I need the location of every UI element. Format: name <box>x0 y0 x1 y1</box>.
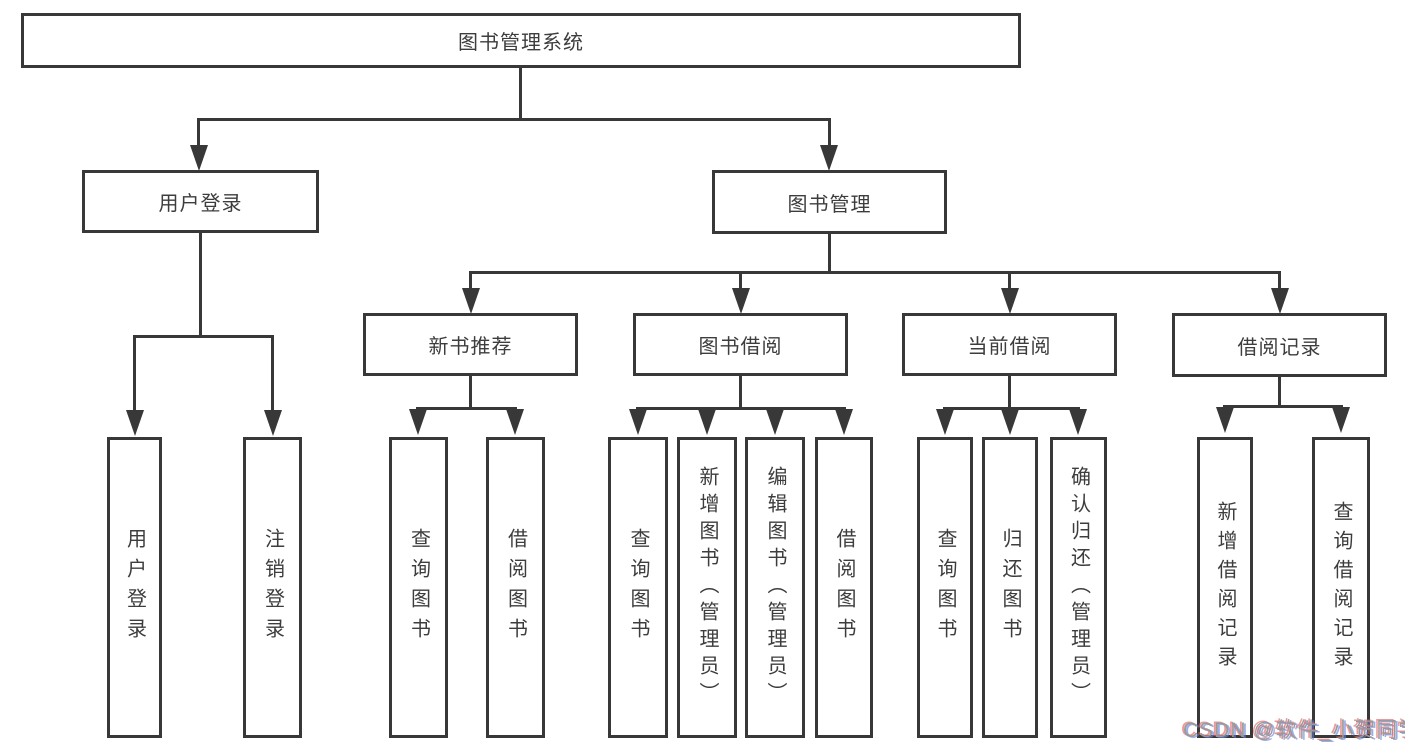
connector-borrow-record-stem <box>1278 377 1281 405</box>
leaf-query-book-2: 查询图书 <box>608 437 668 738</box>
arrowhead-leaf-login <box>126 410 144 436</box>
connector-drop-book-management <box>828 118 831 148</box>
leaf-query-book-1: 查询图书 <box>389 437 448 738</box>
leaf-edit-book-admin-label: 编辑图书（管理员） <box>764 466 786 709</box>
leaf-add-borrow-record: 新增借阅记录 <box>1197 437 1253 738</box>
leaf-add-book-admin-label: 新增图书（管理员） <box>696 466 718 709</box>
arrowhead-current-borrow <box>1001 288 1019 314</box>
leaf-query-borrow-record: 查询借阅记录 <box>1312 437 1370 738</box>
arrowhead-new-book-leaf-2 <box>506 409 524 435</box>
arrowhead-new-book-leaf-1 <box>409 409 427 435</box>
connector-book-borrow-stem <box>739 376 742 407</box>
leaf-borrow-book-1-label: 借阅图书 <box>504 527 527 648</box>
arrowhead-borrow-record-leaf-1 <box>1216 407 1234 433</box>
connector-new-book-stem <box>469 376 472 407</box>
leaf-logout-label: 注销登录 <box>261 527 284 648</box>
connector-user-login-stem <box>199 233 202 335</box>
arrowhead-book-borrow-leaf-3 <box>766 409 784 435</box>
connector-book-borrow-bar <box>636 407 846 410</box>
leaf-add-book-admin: 新增图书（管理员） <box>677 437 737 738</box>
arrowhead-new-book <box>462 288 480 314</box>
connector-root-bar <box>197 118 831 121</box>
connector-book-management-stem <box>828 234 831 271</box>
node-new-book-recommend: 新书推荐 <box>363 313 578 376</box>
connector-drop-leaf-logout <box>271 335 274 411</box>
node-current-borrow: 当前借阅 <box>902 313 1117 376</box>
connector-drop-borrow-record <box>1278 271 1281 290</box>
leaf-query-book-3-label: 查询图书 <box>934 527 956 648</box>
arrowhead-book-borrow-leaf-4 <box>835 409 853 435</box>
connector-current-borrow-stem <box>1008 376 1011 407</box>
arrowhead-user-login <box>190 145 208 171</box>
arrowhead-book-borrow-leaf-2 <box>698 409 716 435</box>
node-user-login: 用户登录 <box>82 170 319 233</box>
leaf-query-borrow-record-label: 查询借阅记录 <box>1330 500 1352 675</box>
arrowhead-borrow-record-leaf-2 <box>1332 407 1350 433</box>
node-root-label: 图书管理系统 <box>458 32 584 54</box>
arrowhead-current-borrow-leaf-3 <box>1069 409 1087 435</box>
csdn-watermark: CSDN @软件_小贺同学 <box>1183 719 1405 742</box>
arrowhead-leaf-logout <box>264 410 282 436</box>
arrowhead-book-management <box>820 145 838 171</box>
arrowhead-current-borrow-leaf-2 <box>1001 409 1019 435</box>
leaf-logout: 注销登录 <box>243 437 302 738</box>
leaf-borrow-book-1: 借阅图书 <box>486 437 545 738</box>
leaf-confirm-return-admin: 确认归还（管理员） <box>1050 437 1107 738</box>
leaf-return-book: 归还图书 <box>982 437 1038 738</box>
connector-borrow-record-bar <box>1223 405 1343 408</box>
connector-drop-book-borrow <box>739 271 742 290</box>
node-book-borrow: 图书借阅 <box>633 313 848 376</box>
leaf-query-book-1-label: 查询图书 <box>407 527 430 648</box>
leaf-borrow-book-2: 借阅图书 <box>815 437 873 738</box>
arrowhead-current-borrow-leaf-1 <box>936 409 954 435</box>
leaf-query-book-3: 查询图书 <box>917 437 973 738</box>
leaf-add-borrow-record-label: 新增借阅记录 <box>1214 500 1236 675</box>
leaf-user-login-label: 用户登录 <box>123 527 146 648</box>
node-root: 图书管理系统 <box>21 13 1021 68</box>
leaf-user-login: 用户登录 <box>107 437 162 738</box>
node-new-book-recommend-label: 新书推荐 <box>428 336 513 358</box>
leaf-query-book-2-label: 查询图书 <box>627 527 649 648</box>
leaf-confirm-return-admin-label: 确认归还（管理员） <box>1067 466 1090 709</box>
leaf-borrow-book-2-label: 借阅图书 <box>833 527 855 648</box>
connector-drop-leaf-login <box>133 335 136 411</box>
connector-user-login-bar <box>133 335 274 338</box>
connector-root-stem <box>519 68 522 118</box>
node-book-management-label: 图书管理 <box>787 193 872 216</box>
connector-drop-user-login <box>197 118 200 148</box>
node-book-borrow-label: 图书借阅 <box>698 336 783 358</box>
node-borrow-record-label: 借阅记录 <box>1237 336 1322 359</box>
leaf-return-book-label: 归还图书 <box>999 527 1021 648</box>
arrowhead-book-borrow <box>732 288 750 314</box>
arrowhead-book-borrow-leaf-1 <box>629 409 647 435</box>
connector-book-management-bar <box>469 271 1281 274</box>
node-current-borrow-label: 当前借阅 <box>967 336 1052 358</box>
connector-new-book-bar <box>416 407 517 410</box>
connector-current-borrow-bar <box>943 407 1080 410</box>
node-book-management: 图书管理 <box>712 170 947 234</box>
connector-drop-current-borrow <box>1008 271 1011 290</box>
node-borrow-record: 借阅记录 <box>1172 313 1387 377</box>
leaf-edit-book-admin: 编辑图书（管理员） <box>745 437 805 738</box>
connector-drop-new-book <box>469 271 472 290</box>
arrowhead-borrow-record <box>1271 288 1289 314</box>
node-user-login-label: 用户登录 <box>158 193 243 215</box>
